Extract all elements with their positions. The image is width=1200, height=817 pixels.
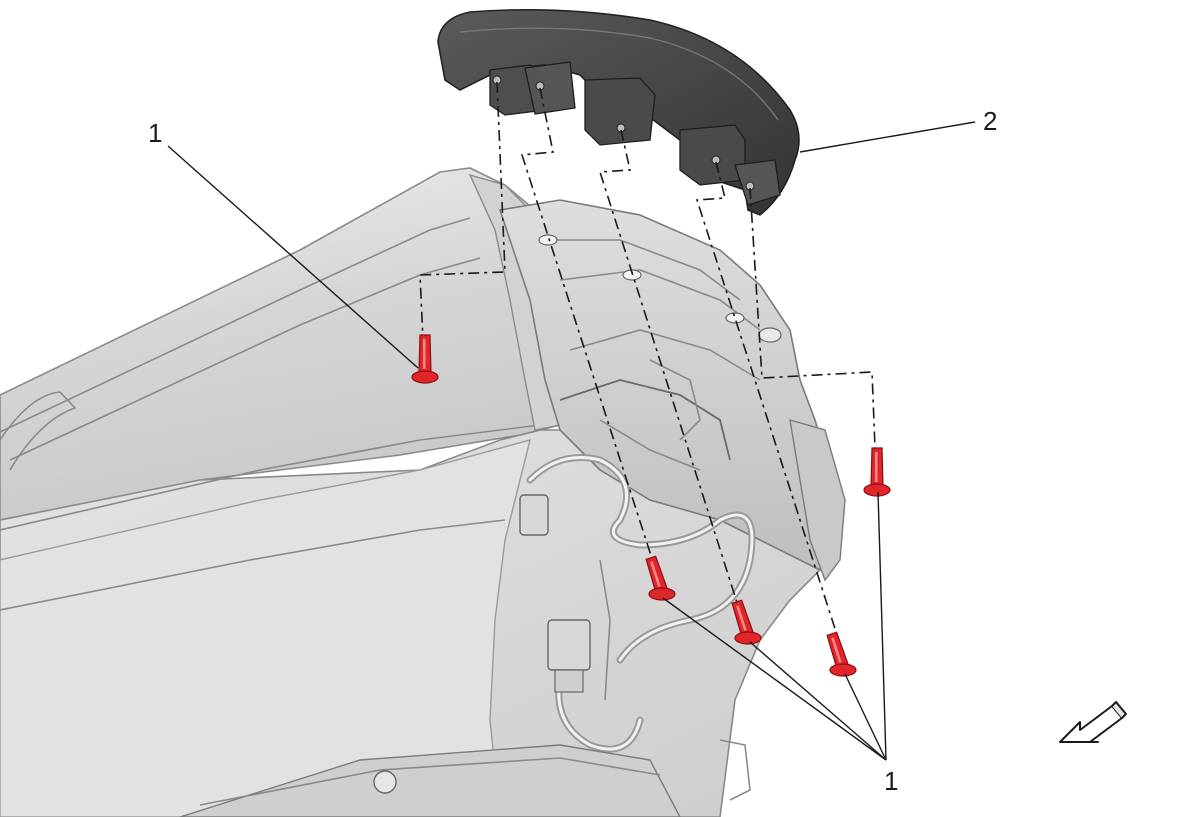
fastener-group [411, 334, 891, 677]
push-pin-fastener-icon [731, 599, 762, 645]
armrest-boss [584, 77, 656, 146]
armrest-boss [734, 159, 781, 206]
callout-armrest: 2 [983, 106, 997, 136]
console-assembly [0, 167, 846, 817]
bottom-rail [179, 744, 681, 817]
armrest-pad [437, 8, 800, 216]
push-pin-fastener-icon [826, 631, 857, 677]
push-pin-fastener-icon [863, 447, 891, 497]
harness-connector [547, 619, 591, 671]
push-pin-fastener-icon [645, 555, 676, 601]
harness-connector [519, 494, 549, 536]
alignment-lines [419, 81, 876, 639]
leader-lines [167, 121, 976, 761]
callout-fastener-top: 1 [148, 118, 162, 148]
view-direction-arrow-icon [1059, 701, 1127, 743]
armrest-boss [524, 61, 576, 115]
push-pin-fastener-icon [411, 334, 439, 384]
side-rib-panel [789, 419, 846, 582]
armrest-boss [679, 124, 746, 186]
callout-fastener-group: 1 [884, 766, 898, 796]
armrest-cover [437, 8, 800, 216]
